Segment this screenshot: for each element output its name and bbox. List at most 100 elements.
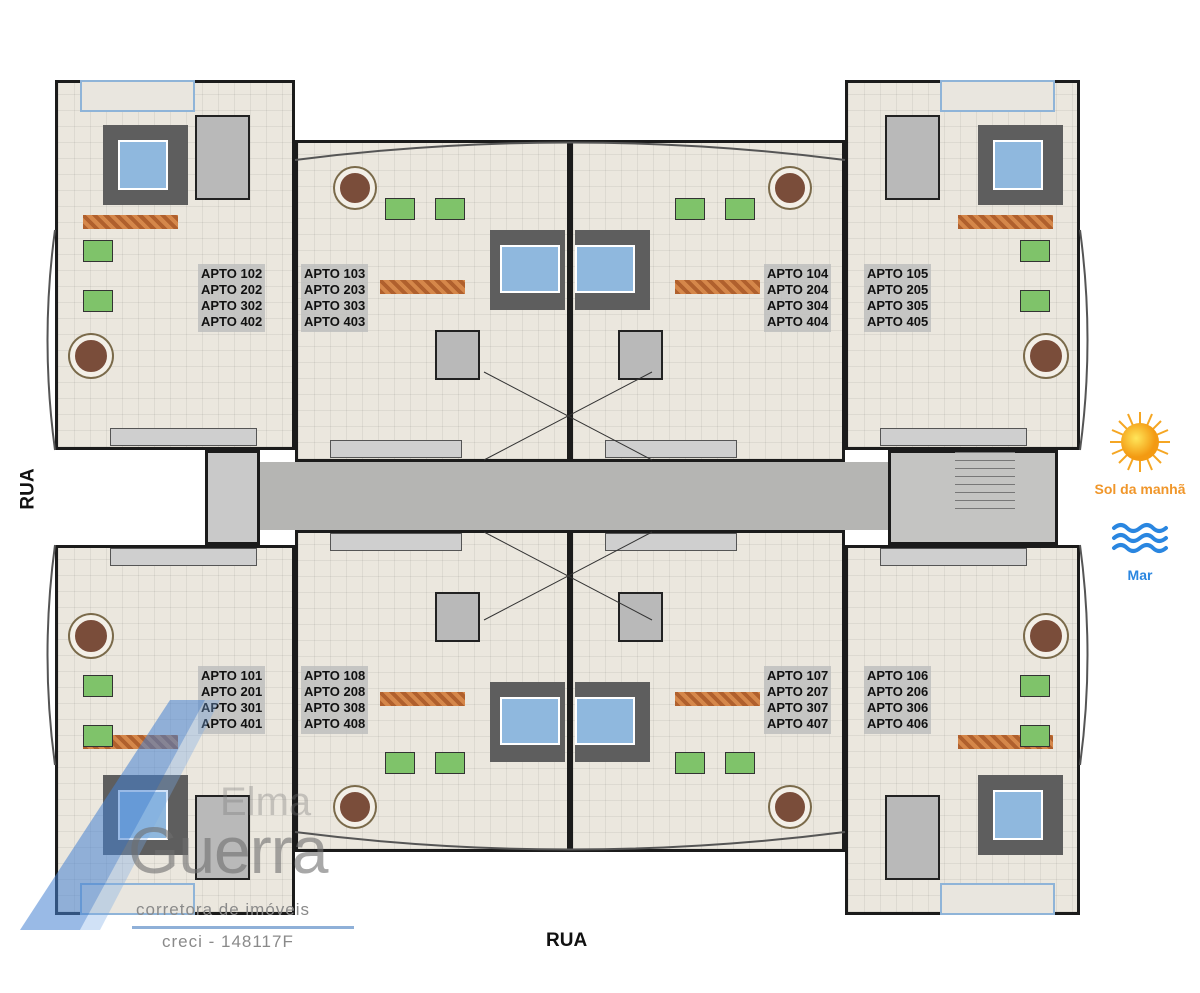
- balcony: [940, 883, 1055, 915]
- stair-step: [955, 508, 1015, 509]
- apartment-number: APTO 203: [304, 282, 366, 297]
- balcony: [80, 80, 195, 112]
- dining-table: [1025, 335, 1067, 377]
- double-bed: [993, 140, 1043, 190]
- watermark-creci: creci - 148117F: [162, 932, 294, 951]
- apartment-number: APTO 302: [201, 298, 263, 313]
- apartment-number: APTO 401: [201, 716, 263, 731]
- kitchen-counter: [330, 533, 462, 551]
- double-bed: [575, 697, 635, 745]
- kitchen-counter: [605, 440, 737, 458]
- bathroom: [435, 330, 480, 380]
- double-bed: [118, 140, 168, 190]
- apartment-number: APTO 403: [304, 314, 366, 329]
- single-bed: [435, 752, 465, 774]
- apartment-number: APTO 107: [767, 668, 829, 683]
- dining-table: [335, 787, 375, 827]
- single-bed: [1020, 290, 1050, 312]
- double-bed: [118, 790, 168, 840]
- single-bed: [725, 752, 755, 774]
- apartment-number: APTO 202: [201, 282, 263, 297]
- kitchen-counter: [880, 428, 1027, 446]
- single-bed: [83, 675, 113, 697]
- stair-step: [955, 476, 1015, 477]
- wardrobe: [675, 280, 760, 294]
- apartment-number: APTO 408: [304, 716, 366, 731]
- stair-step: [955, 452, 1015, 453]
- balcony: [940, 80, 1055, 112]
- single-bed: [385, 198, 415, 220]
- double-bed: [500, 245, 560, 293]
- double-bed: [993, 790, 1043, 840]
- dining-table: [1025, 615, 1067, 657]
- kitchen-counter: [605, 533, 737, 551]
- kitchen-counter: [110, 428, 257, 446]
- legend-sun: Sol da manhã: [1080, 410, 1200, 497]
- stair-step: [955, 484, 1015, 485]
- apartment-number: APTO 206: [867, 684, 929, 699]
- sea-label: Mar: [1127, 567, 1153, 583]
- corridor: [205, 462, 890, 530]
- apartment-number: APTO 105: [867, 266, 929, 281]
- single-bed: [725, 198, 755, 220]
- sun-label: Sol da manhã: [1094, 481, 1186, 497]
- apartment-number: APTO 103: [304, 266, 366, 281]
- dining-table: [770, 787, 810, 827]
- kitchen-counter: [330, 440, 462, 458]
- dining-table: [70, 335, 112, 377]
- bathroom: [195, 795, 250, 880]
- wardrobe: [958, 215, 1053, 229]
- stair-step: [955, 500, 1015, 501]
- sun-icon: [1110, 412, 1170, 472]
- bathroom: [885, 795, 940, 880]
- kitchen-counter: [880, 548, 1027, 566]
- bathroom: [618, 330, 663, 380]
- balcony: [80, 883, 195, 915]
- apartment-number: APTO 406: [867, 716, 929, 731]
- elevator-shaft: [205, 450, 260, 545]
- apartment-number: APTO 201: [201, 684, 263, 699]
- single-bed: [435, 198, 465, 220]
- bathroom: [618, 592, 663, 642]
- apartment-number: APTO 106: [867, 668, 929, 683]
- dining-table: [770, 168, 810, 208]
- dining-table: [70, 615, 112, 657]
- single-bed: [1020, 675, 1050, 697]
- single-bed: [83, 725, 113, 747]
- apartment-number: APTO 307: [767, 700, 829, 715]
- apartment-number: APTO 306: [867, 700, 929, 715]
- legend-sea: Mar: [1080, 520, 1200, 583]
- street-label-left: RUA: [17, 468, 39, 510]
- apartment-number: APTO 308: [304, 700, 366, 715]
- stair-step: [955, 460, 1015, 461]
- apartment-number: APTO 205: [867, 282, 929, 297]
- bathroom: [195, 115, 250, 200]
- apartment-number: APTO 208: [304, 684, 366, 699]
- apartment-number: APTO 101: [201, 668, 263, 683]
- single-bed: [385, 752, 415, 774]
- watermark-divider: [132, 926, 354, 929]
- single-bed: [83, 240, 113, 262]
- wardrobe: [675, 692, 760, 706]
- stair-step: [955, 468, 1015, 469]
- stair-step: [955, 492, 1015, 493]
- bathroom: [885, 115, 940, 200]
- single-bed: [675, 198, 705, 220]
- apartment-number: APTO 303: [304, 298, 366, 313]
- apartment-number: APTO 204: [767, 282, 829, 297]
- apartment-number: APTO 207: [767, 684, 829, 699]
- dining-table: [335, 168, 375, 208]
- double-bed: [575, 245, 635, 293]
- apartment-number: APTO 407: [767, 716, 829, 731]
- apartment-number: APTO 305: [867, 298, 929, 313]
- apartment-number: APTO 102: [201, 266, 263, 281]
- double-bed: [500, 697, 560, 745]
- street-label-bottom: RUA: [546, 930, 588, 951]
